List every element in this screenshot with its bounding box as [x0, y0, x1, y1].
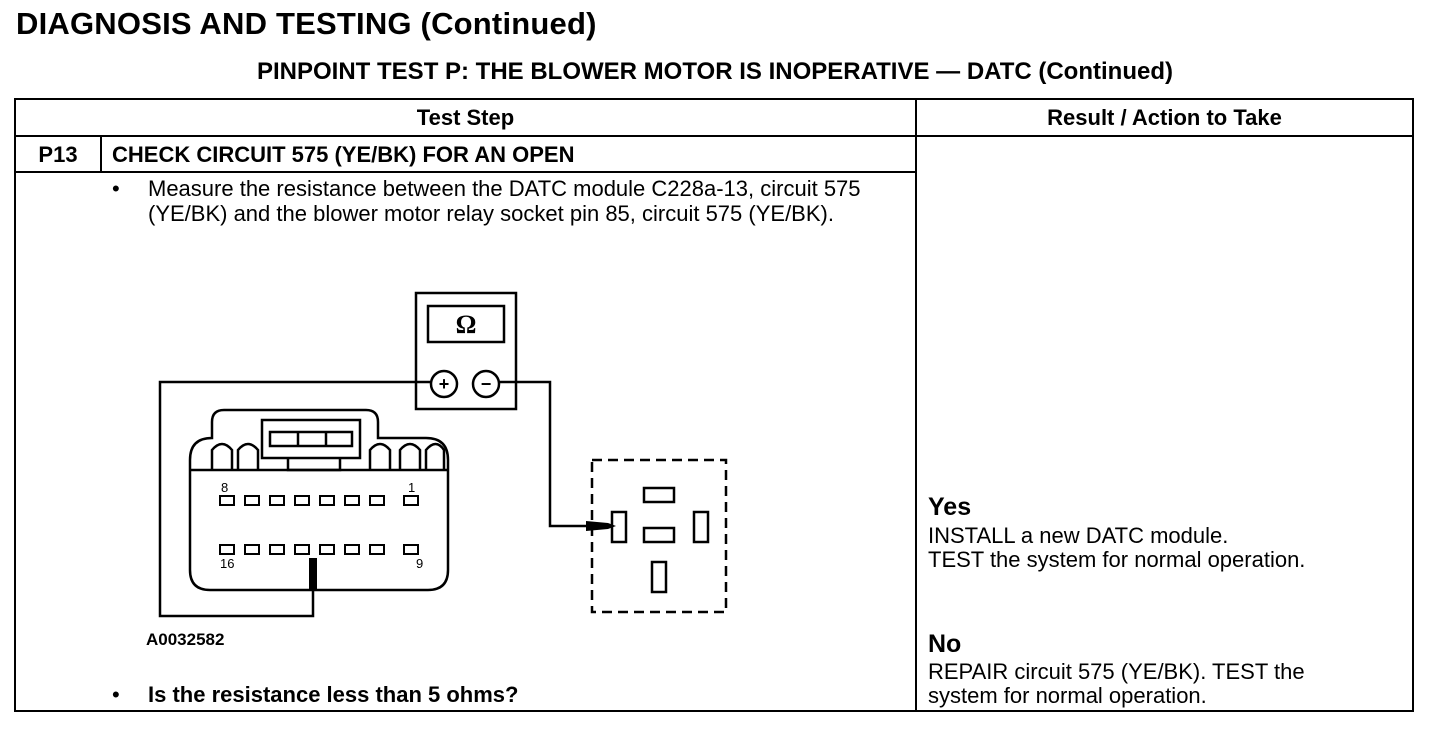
- pin-cavity: [369, 544, 385, 555]
- pin-cavity: [219, 495, 235, 506]
- pin-label-8: 8: [221, 480, 228, 495]
- connector-arch: [424, 442, 446, 470]
- pin-label-9: 9: [416, 556, 423, 571]
- wiring-diagram: Ω + − 8 1 16 9: [158, 291, 728, 618]
- page-title: DIAGNOSIS AND TESTING (Continued): [16, 6, 597, 41]
- minus-label: −: [481, 374, 492, 394]
- result-yes-label: Yes: [928, 493, 972, 521]
- pinpoint-test-title: PINPOINT TEST P: THE BLOWER MOTOR IS INO…: [257, 58, 1173, 85]
- step-instruction: Measure the resistance between the DATC …: [148, 176, 861, 226]
- pin-label-1: 1: [408, 480, 415, 495]
- result-no-action-1: REPAIR circuit 575 (YE/BK). TEST the: [928, 659, 1305, 684]
- pin-cavity: [403, 495, 419, 506]
- step-id: P13: [38, 142, 78, 167]
- pin-label-16: 16: [220, 556, 234, 571]
- step-title-divider: [16, 171, 916, 173]
- connector-latch: [260, 418, 362, 460]
- header-result-action: Result / Action to Take: [1047, 105, 1282, 130]
- bullet: •: [112, 176, 120, 201]
- ohmmeter-display: [426, 304, 506, 344]
- result-yes-action-2: TEST the system for normal operation.: [928, 547, 1306, 572]
- negative-probe: [586, 521, 616, 531]
- header-divider: [16, 135, 1412, 137]
- connector-arch: [236, 442, 260, 470]
- pin-cavity: [269, 544, 285, 555]
- pin-cavity: [219, 544, 235, 555]
- step-id-divider: [100, 136, 102, 172]
- relay-terminal-86: [692, 510, 710, 544]
- relay-terminal-87a: [650, 560, 668, 594]
- pin-cavity: [269, 495, 285, 506]
- pin-cavity: [244, 495, 260, 506]
- connector-arch: [398, 442, 422, 470]
- bullet: •: [112, 682, 120, 707]
- positive-probe: [309, 558, 317, 590]
- column-divider: [915, 100, 917, 710]
- header-test-step: Test Step: [416, 105, 515, 130]
- result-yes-action-1: INSTALL a new DATC module.: [928, 523, 1229, 548]
- result-no-action-2: system for normal operation.: [928, 683, 1207, 708]
- pinpoint-test-table: Test Step Result / Action to Take P13 CH…: [14, 98, 1414, 712]
- step-title: CHECK CIRCUIT 575 (YE/BK) FOR AN OPEN: [112, 142, 575, 167]
- blower-motor-relay-socket: [590, 458, 728, 614]
- negative-lead-wire: [499, 380, 586, 528]
- result-no-label: No: [928, 630, 962, 658]
- pin-cavity: [369, 495, 385, 506]
- datc-connector-c228a: [188, 408, 450, 592]
- pin-cavity: [294, 544, 310, 555]
- relay-terminal-30: [642, 486, 676, 504]
- connector-arch: [368, 442, 392, 470]
- plus-label: +: [439, 374, 450, 394]
- pin-cavity: [344, 544, 360, 555]
- connector-arch: [210, 442, 234, 470]
- step-question: Is the resistance less than 5 ohms?: [148, 682, 519, 707]
- pin-cavity: [403, 544, 419, 555]
- pin-cavity: [294, 495, 310, 506]
- relay-terminal-87: [642, 526, 676, 544]
- pin-cavity: [319, 544, 335, 555]
- pin-cavity: [244, 544, 260, 555]
- minus-terminal: [471, 369, 501, 399]
- relay-terminal-85: [610, 510, 628, 544]
- latch-stem: [286, 458, 342, 472]
- plus-terminal: [429, 369, 459, 399]
- latch-window: [268, 430, 354, 448]
- pin-cavity: [319, 495, 335, 506]
- ohm-symbol: Ω: [456, 310, 477, 339]
- figure-id: A0032582: [146, 630, 225, 649]
- pin-cavity: [344, 495, 360, 506]
- positive-lead-wire: [158, 380, 431, 618]
